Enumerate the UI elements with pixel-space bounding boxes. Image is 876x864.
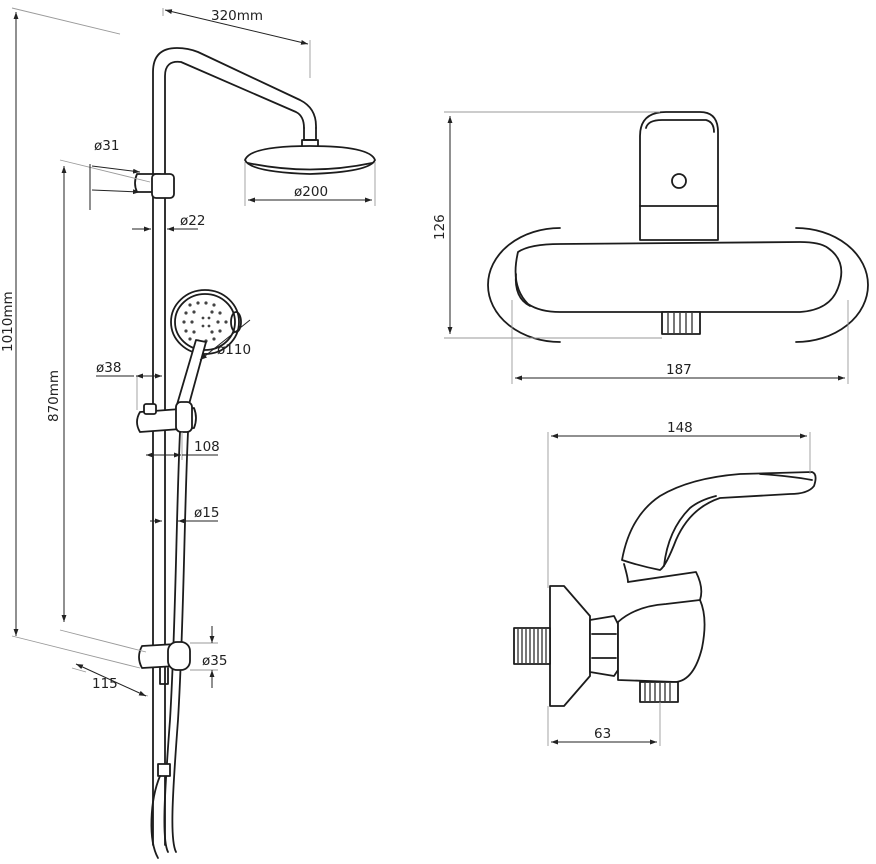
hose — [163, 431, 181, 853]
mixer-front-view — [487, 111, 869, 343]
hand-shower — [170, 289, 242, 409]
bottom-holder — [138, 641, 191, 685]
dim-arm-length: 320mm — [211, 8, 263, 24]
mixer-front-dimensions: 126 187 — [432, 111, 849, 384]
mixer-side-view — [513, 471, 817, 707]
dim-bottom-diameter: ø35 — [202, 653, 227, 669]
mixer-side-dimensions: 148 63 — [547, 420, 811, 746]
dim-slider-diameter: ø38 — [96, 360, 121, 376]
dim-head-diameter: ø200 — [294, 184, 328, 200]
dim-slider-offset: 108 — [194, 439, 220, 455]
dim-mixer-height: 126 — [432, 214, 448, 240]
dim-hand-shower-diameter: ø110 — [217, 342, 251, 358]
dim-total-height: 1010mm — [0, 291, 16, 352]
dim-pipe-diameter: ø22 — [180, 213, 205, 229]
dim-mixer-depth: 148 — [667, 420, 693, 436]
dim-mixer-width: 187 — [666, 362, 692, 378]
column-dimensions: 320mm 1010mm 870mm ø31 ø22 ø200 ø110 ø38 — [0, 7, 376, 697]
dim-hose-diameter: ø15 — [194, 505, 219, 521]
shower-head — [244, 145, 376, 175]
top-holder — [134, 173, 175, 199]
dim-bottom-depth: 115 — [92, 676, 118, 692]
slider — [136, 401, 197, 433]
dim-rail-height: 870mm — [46, 370, 62, 422]
dim-mixer-wall-depth: 63 — [594, 726, 611, 742]
shower-column — [134, 47, 376, 859]
dim-holder-diameter: ø31 — [94, 138, 119, 154]
riser-pipe — [152, 47, 317, 846]
